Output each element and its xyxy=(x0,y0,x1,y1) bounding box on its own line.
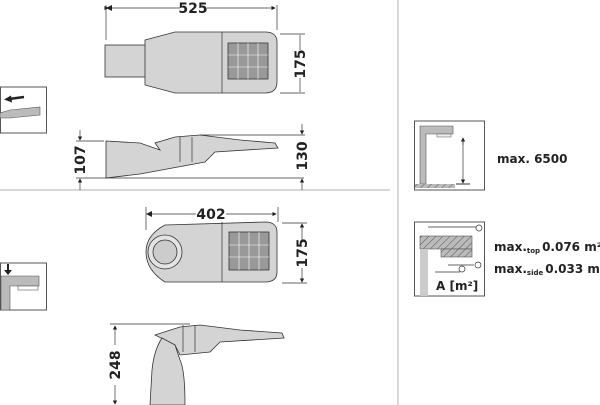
side-view-side-entry: 107 130 xyxy=(73,124,311,190)
mounting-height-icon xyxy=(414,120,485,191)
area-unit-label: A [m²] xyxy=(436,279,478,293)
wind-area-icon: A [m²] xyxy=(414,221,485,297)
top-view-side-entry: 525 175 xyxy=(104,1,309,94)
top-view-post-top: 402 175 xyxy=(145,207,311,284)
length-dimension: 525 xyxy=(178,1,207,17)
max-mounting-height: max. 6500 xyxy=(497,152,567,166)
side-view-post-top: 248 xyxy=(108,323,285,405)
total-height-dimension: 248 xyxy=(108,350,124,379)
post-top-icon xyxy=(0,262,47,311)
mount-height-dimension: 107 xyxy=(73,145,89,174)
width-dimension: 175 xyxy=(293,49,309,78)
width-dimension: 175 xyxy=(295,238,311,267)
side-entry-icon xyxy=(0,86,47,134)
length-dimension: 402 xyxy=(196,207,225,223)
total-height-dimension: 130 xyxy=(295,141,311,170)
